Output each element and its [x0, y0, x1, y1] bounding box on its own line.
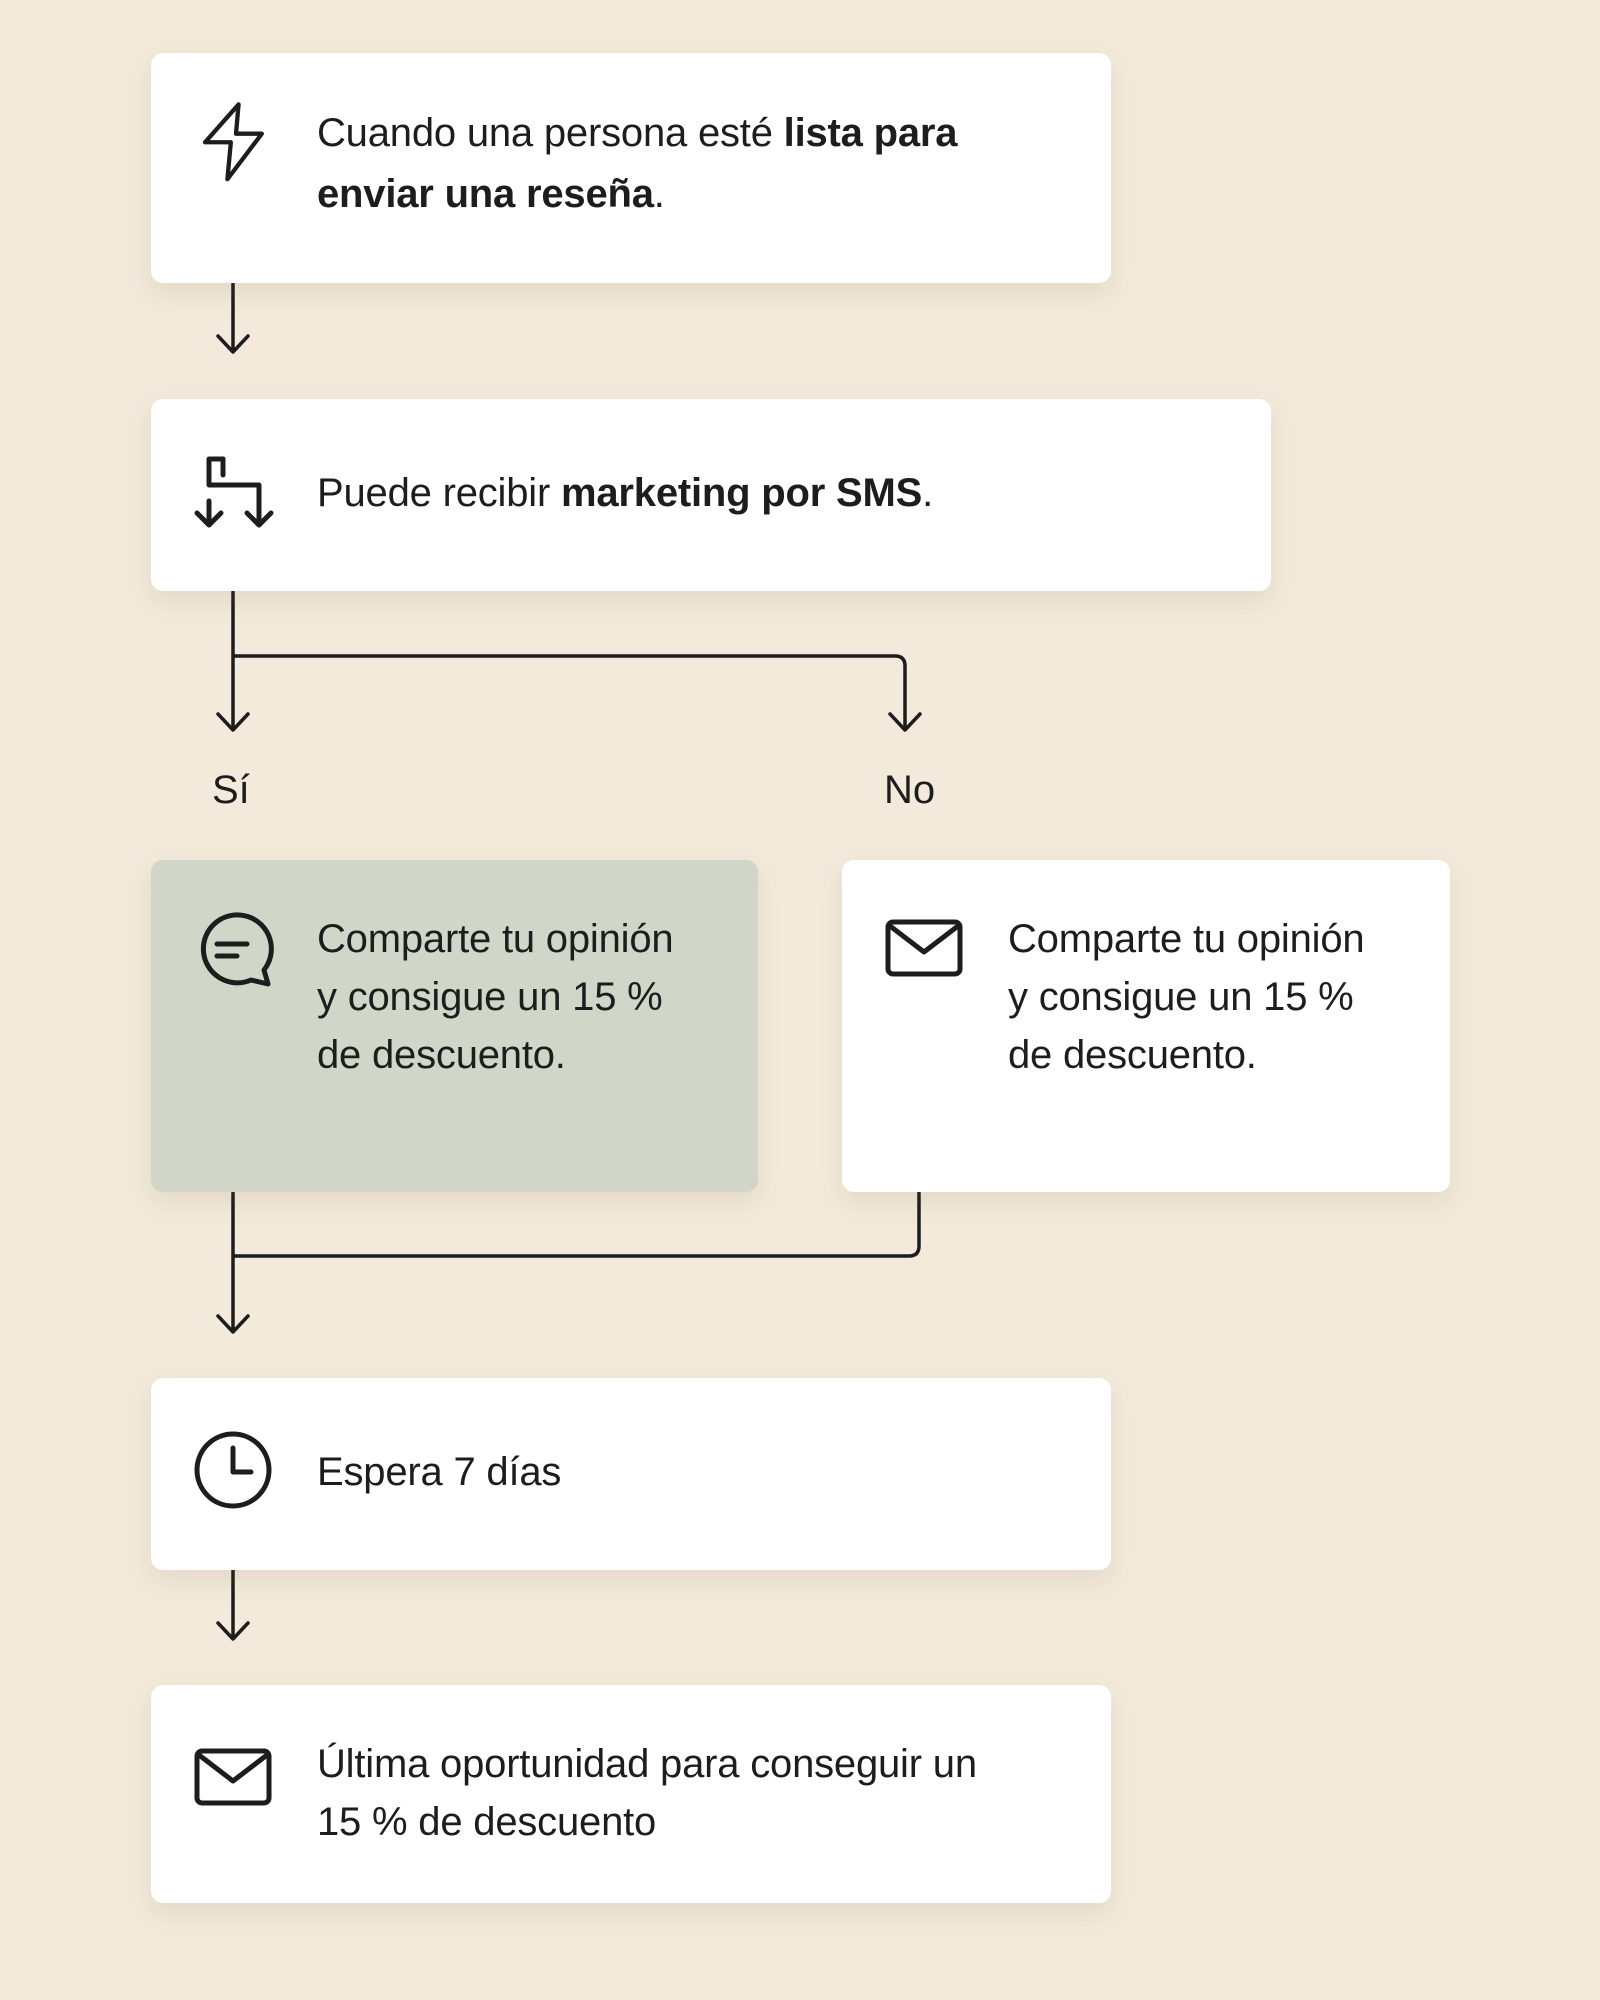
trigger-text-bold: lista para enviar una reseña — [317, 111, 958, 216]
envelope-icon — [193, 1739, 275, 1821]
arrow-delay-to-final — [216, 1568, 250, 1641]
split-branch-icon — [193, 455, 275, 537]
split-text: Puede recibir marketing por SMS. — [317, 463, 1231, 524]
split-text-regular: Puede recibir — [317, 471, 561, 515]
lightning-icon — [193, 101, 275, 183]
final-email-card[interactable]: Última oportunidad para conseguir un 15 … — [151, 1685, 1111, 1903]
chat-bubble-icon — [193, 910, 275, 992]
split-text-period: . — [922, 471, 934, 515]
clock-icon — [193, 1430, 275, 1512]
trigger-text-period: . — [653, 171, 665, 216]
final-email-text: Última oportunidad para conseguir un 15 … — [317, 1742, 977, 1844]
sms-action-card[interactable]: Comparte tu opinión y consigue un 15 % d… — [151, 860, 758, 1192]
email-action-text: Comparte tu opinión y consigue un 15 % d… — [1008, 917, 1365, 1077]
delay-card[interactable]: Espera 7 días — [151, 1378, 1111, 1570]
sms-action-text: Comparte tu opinión y consigue un 15 % d… — [317, 917, 674, 1077]
branch-label-no: No — [884, 768, 936, 812]
delay-text: Espera 7 días — [317, 1450, 562, 1494]
conditional-split-card[interactable]: Puede recibir marketing por SMS. — [151, 399, 1271, 591]
trigger-text-regular: Cuando una persona esté — [317, 111, 784, 155]
branch-split-connector — [216, 590, 922, 732]
trigger-text: Cuando una persona esté lista para envia… — [317, 103, 1071, 225]
split-text-bold: marketing por SMS — [561, 471, 923, 515]
envelope-icon — [884, 910, 966, 992]
branch-label-yes: Sí — [212, 768, 250, 812]
trigger-card[interactable]: Cuando una persona esté lista para envia… — [151, 53, 1111, 283]
merge-connector — [216, 1191, 921, 1334]
arrow-trigger-to-split — [216, 282, 250, 354]
email-action-card[interactable]: Comparte tu opinión y consigue un 15 % d… — [842, 860, 1450, 1192]
